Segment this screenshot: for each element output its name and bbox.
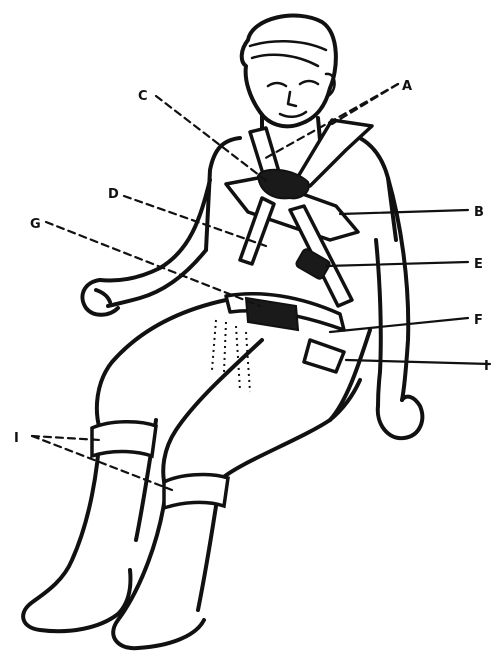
callout-a: A — [402, 79, 412, 94]
callout-h: I — [484, 359, 489, 374]
callout-g: G — [30, 217, 41, 232]
seated-figure — [23, 16, 422, 649]
knee-band-right — [164, 475, 228, 508]
leader-f — [330, 318, 468, 332]
shoulder-strap-right — [296, 120, 372, 186]
leader-a-2 — [332, 84, 398, 124]
figure-face — [268, 81, 318, 117]
knee-band-left — [92, 422, 156, 456]
callout-i: I — [14, 431, 19, 446]
callout-c: C — [138, 89, 148, 104]
figure-right-hand — [378, 397, 423, 439]
figure-head — [242, 16, 336, 127]
callout-f: F — [474, 313, 483, 328]
callout-d: D — [108, 187, 119, 202]
leader-i-1 — [32, 436, 100, 440]
figure-left-hand — [82, 280, 118, 315]
figure-hair — [250, 41, 326, 66]
callout-b: B — [474, 205, 484, 220]
figure-right-foot — [113, 490, 204, 648]
leader-e — [326, 262, 468, 266]
thigh-strap — [304, 340, 344, 372]
leader-b — [340, 210, 468, 214]
leader-h — [346, 360, 490, 364]
callout-e: E — [474, 257, 483, 272]
harness — [92, 120, 372, 508]
